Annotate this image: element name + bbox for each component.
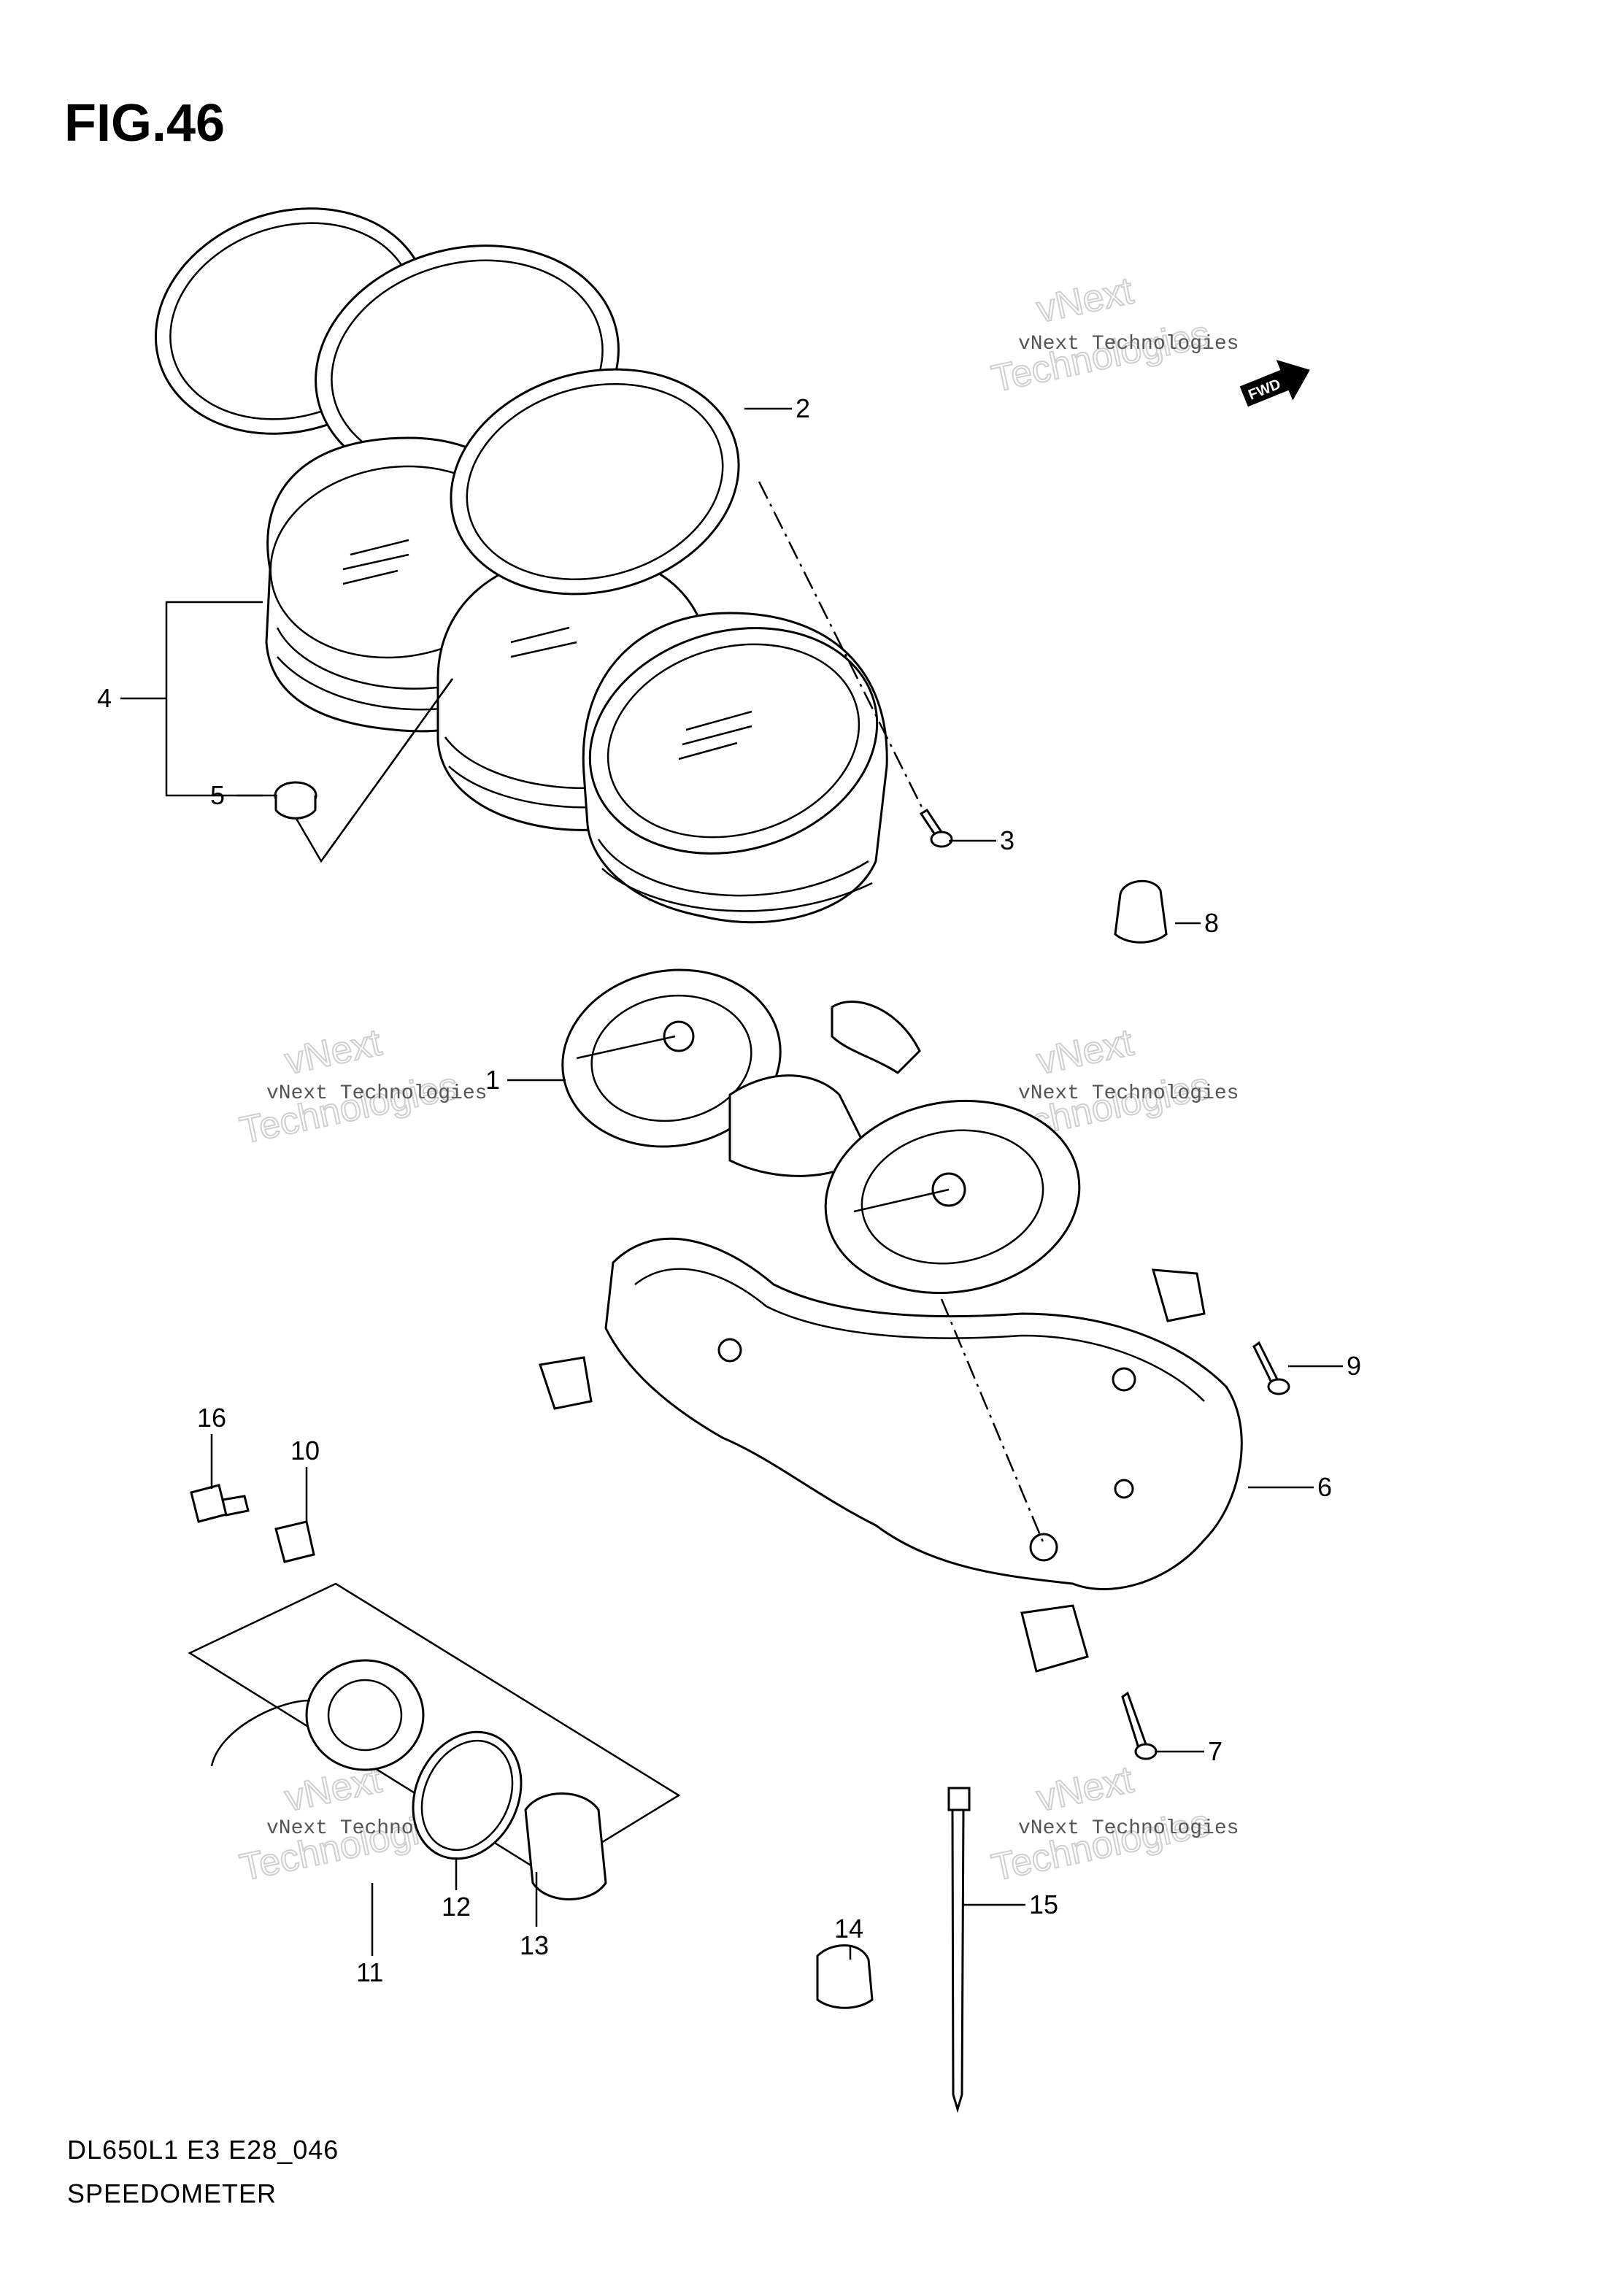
watermark-big-12: Technologies — [988, 1802, 1214, 1889]
watermark-big-5: vNext — [281, 1021, 385, 1082]
callout-3: 3 — [1000, 825, 1014, 855]
cap-part-8 — [1114, 879, 1168, 944]
watermark-big-4: Technologies — [988, 313, 1214, 401]
callout-8: 8 — [1204, 908, 1219, 938]
callout-9: 9 — [1347, 1351, 1361, 1381]
screw-part-9 — [1252, 1341, 1290, 1395]
figure-name: SPEEDOMETER — [67, 2178, 277, 2208]
grommet-part-5 — [274, 781, 317, 820]
watermark-text-4: vNext Technologies — [1018, 1082, 1239, 1105]
screw-part-7 — [1121, 1691, 1158, 1760]
fwd-arrow-icon — [1239, 359, 1310, 407]
model-code: DL650L1 E3 E28_046 — [67, 2135, 339, 2165]
callout-14: 14 — [834, 1914, 863, 1943]
watermark-big-11: vNext — [1033, 1758, 1137, 1819]
callout-4: 4 — [97, 683, 112, 713]
watermark-big-7: vNext — [1033, 1021, 1137, 1082]
meter-assembly-part-1 — [561, 968, 1081, 1295]
socket-part-13 — [524, 1792, 607, 1900]
callout-1: 1 — [485, 1065, 500, 1095]
callout-11: 11 — [356, 1957, 383, 1987]
watermark-text-3: vNext Technologies — [266, 1082, 487, 1105]
callout-16: 16 — [197, 1403, 226, 1433]
callout-15: 15 — [1029, 1889, 1058, 1919]
lens-ring-part-2 — [450, 368, 740, 596]
fwd-direction-badge: FWD — [1239, 359, 1310, 407]
bolt-part-16 — [190, 1484, 250, 1523]
assembly-lines — [294, 481, 1045, 1544]
clamp-part-10 — [274, 1520, 315, 1563]
cable-tie-part-15 — [947, 1787, 971, 2114]
clamp-part-14 — [816, 1944, 874, 2009]
watermark-big-3: vNext — [1033, 269, 1137, 331]
watermark-text-2: vNext Technologies — [1018, 333, 1239, 355]
leader-lines — [120, 407, 1343, 1960]
callout-12: 12 — [442, 1892, 471, 1922]
screw-part-3 — [919, 808, 953, 848]
callout-10: 10 — [290, 1436, 320, 1465]
callout-13: 13 — [520, 1930, 549, 1960]
callout-5: 5 — [210, 780, 225, 810]
o-ring-part-12 — [412, 1730, 523, 1860]
watermark-big-6: Technologies — [236, 1065, 462, 1152]
callout-7: 7 — [1208, 1736, 1223, 1766]
watermark-text-6: vNext Technologies — [1018, 1817, 1239, 1840]
callout-6: 6 — [1317, 1472, 1332, 1502]
lower-case-part-6 — [539, 1237, 1243, 1673]
figure-title: FIG.46 — [64, 94, 226, 153]
callout-labels: 2 3 4 5 8 1 9 6 7 16 10 11 12 13 14 15 — [97, 393, 1361, 1987]
callout-2: 2 — [796, 393, 810, 423]
